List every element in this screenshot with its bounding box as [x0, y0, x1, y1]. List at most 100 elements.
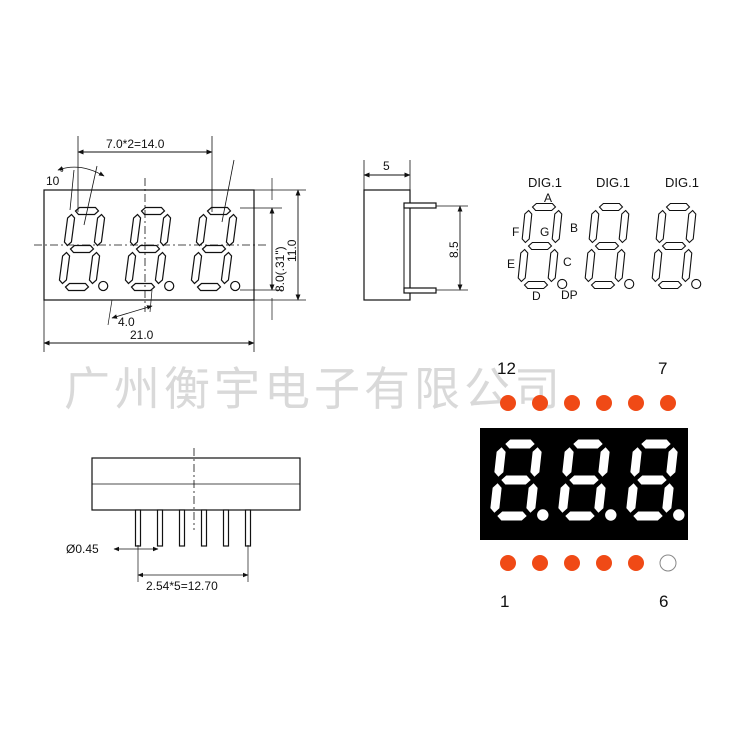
front-digit-3-segment-f	[195, 213, 208, 247]
display-digit-3-segment-a	[641, 439, 671, 449]
bottom-pin-2	[156, 509, 164, 547]
front-digit-2-segment-d	[130, 282, 156, 292]
bottom-pin-3	[178, 509, 186, 547]
diagram-digit-2-decimal-point	[624, 278, 635, 290]
bottom-pin-dot-3	[564, 555, 580, 571]
display-digit-3-segment-b	[666, 447, 678, 477]
segment-label-c: C	[563, 255, 572, 269]
segment-pitch-label: 4.0	[118, 315, 135, 329]
display-digit-3-segment-g	[637, 475, 667, 485]
bottom-pin-4	[200, 509, 208, 547]
diagram-digit-2-segment-g	[594, 241, 620, 251]
angle-dimension-label: 10	[46, 174, 60, 188]
diagram-digit-3-segment-b	[685, 209, 697, 244]
segment-label-e: E	[507, 257, 515, 271]
segment-diagram	[517, 202, 702, 290]
side-view	[363, 160, 468, 301]
display-digit-2-segment-a	[573, 439, 603, 449]
side-pin-bottom	[403, 287, 437, 294]
display-digit-2-segment-b	[598, 447, 610, 477]
display-digit-2-segment-c	[594, 483, 606, 513]
digit-title-2: DIG.1	[596, 175, 630, 190]
segment-label-g: G	[540, 225, 549, 239]
height-dimension-label: 11.0	[285, 239, 299, 262]
diagram-digit-3-segment-a	[665, 202, 691, 212]
pin-label-12: 12	[497, 359, 516, 378]
display-digit-2-segment-d	[565, 511, 595, 521]
bottom-pin-dot-2	[532, 555, 548, 571]
bottom-pin-dot-4	[596, 555, 612, 571]
top-pin-dot-10	[564, 395, 580, 411]
pin-span-label: 8.5	[447, 241, 461, 258]
front-digit-3-segment-a	[206, 206, 232, 216]
segment-label-d: D	[532, 289, 541, 303]
pitch-dimension-label: 7.0*2=14.0	[106, 137, 165, 151]
display-digit-group	[490, 439, 685, 521]
diagram-digit-1-decimal-point	[557, 278, 568, 290]
display-digit-2-decimal-point	[605, 509, 617, 521]
pin-label-7: 7	[658, 359, 667, 378]
display-digit-2-segment-f	[562, 447, 574, 477]
diagram-digit-2-segment-b	[618, 209, 630, 244]
segment-label-b: B	[570, 221, 578, 235]
diagram-digit-3-segment-d	[657, 280, 683, 290]
display-digit-1-segment-a	[505, 439, 535, 449]
display-digit-1-decimal-point	[537, 509, 549, 521]
front-digit-1-segment-c	[88, 251, 101, 285]
bottom-pin-group	[134, 509, 252, 547]
diagram-digit-3-segment-f	[655, 209, 667, 244]
width-dimension-label: 21.0	[130, 328, 154, 342]
pin-pitch-label: 2.54*5=12.70	[146, 579, 218, 593]
front-digit-1-segment-e	[58, 251, 71, 285]
front-digit-2-segment-g	[135, 244, 161, 254]
display-digit-2-segment-g	[569, 475, 599, 485]
diagram-digit-1-segment-f	[521, 209, 533, 244]
display-digit-1-segment-e	[490, 483, 502, 513]
front-digit-2-segment-a	[140, 206, 166, 216]
bottom-view	[91, 448, 301, 582]
front-digit-2-segment-c	[154, 251, 167, 285]
display-digit-1-segment-f	[494, 447, 506, 477]
pin-dot-group	[500, 395, 677, 572]
top-pin-dot-12	[500, 395, 516, 411]
front-digit-3-segment-d	[196, 282, 222, 292]
segment-label-f: F	[512, 225, 519, 239]
front-digit-1-decimal-point	[98, 280, 109, 292]
segment-label-a: A	[544, 191, 552, 205]
front-digit-3-segment-b	[225, 213, 238, 247]
diagram-digit-2-segment-e	[584, 248, 596, 283]
front-digit-3-segment-e	[190, 251, 203, 285]
display-digit-1-segment-d	[497, 511, 527, 521]
digit-title-1: DIG.1	[528, 175, 562, 190]
front-digit-2-segment-b	[159, 213, 172, 247]
bottom-pin-6	[244, 509, 252, 547]
diagram-digit-3-decimal-point	[691, 278, 702, 290]
bottom-pin-dot-6	[659, 554, 677, 572]
diagram-digit-1-segment-a	[531, 202, 557, 212]
front-digit-2-segment-f	[129, 213, 142, 247]
front-digit-1-segment-f	[63, 213, 76, 247]
diagram-digit-3-segment-e	[651, 248, 663, 283]
front-digit-1-segment-a	[74, 206, 100, 216]
diagram-digit-2-segment-f	[588, 209, 600, 244]
diagram-digit-2-segment-d	[590, 280, 616, 290]
diagram-digit-1-segment-e	[517, 248, 529, 283]
diagram-digit-1-segment-g	[527, 241, 553, 251]
pin-label-6: 6	[659, 592, 668, 611]
front-digit-2-segment-e	[124, 251, 137, 285]
diagram-digit-1-segment-c	[547, 248, 559, 283]
front-view	[34, 136, 306, 352]
display-digit-3-segment-e	[626, 483, 638, 513]
display-digit-1-segment-g	[501, 475, 531, 485]
diagram-digit-1-segment-b	[551, 209, 563, 244]
bottom-pin-dot-1	[500, 555, 516, 571]
front-digit-3-decimal-point	[230, 280, 241, 292]
bottom-pin-5	[222, 509, 230, 547]
diagram-digit-1-segment-d	[523, 280, 549, 290]
display-digit-2-segment-e	[558, 483, 570, 513]
front-digit-group	[58, 206, 241, 292]
front-digit-2-decimal-point	[164, 280, 175, 292]
angle-unit-label: °	[60, 168, 64, 178]
side-body-outline	[363, 189, 411, 301]
